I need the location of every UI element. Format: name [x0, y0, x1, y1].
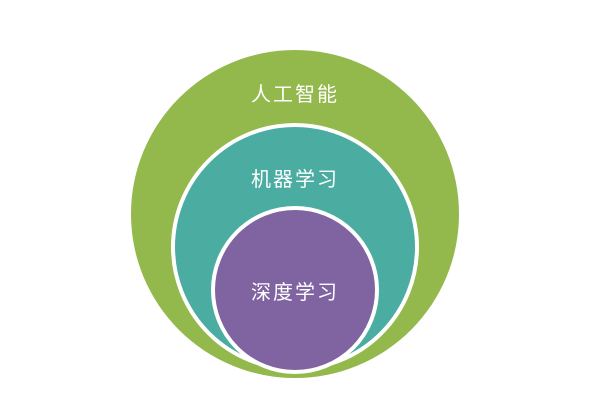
label-machine-learning: 机器学习 — [251, 169, 339, 191]
circle-deep-learning: 深度学习 — [211, 206, 379, 374]
label-deep-learning: 深度学习 — [251, 281, 339, 304]
label-artificial-intelligence: 人工智能 — [251, 84, 339, 106]
